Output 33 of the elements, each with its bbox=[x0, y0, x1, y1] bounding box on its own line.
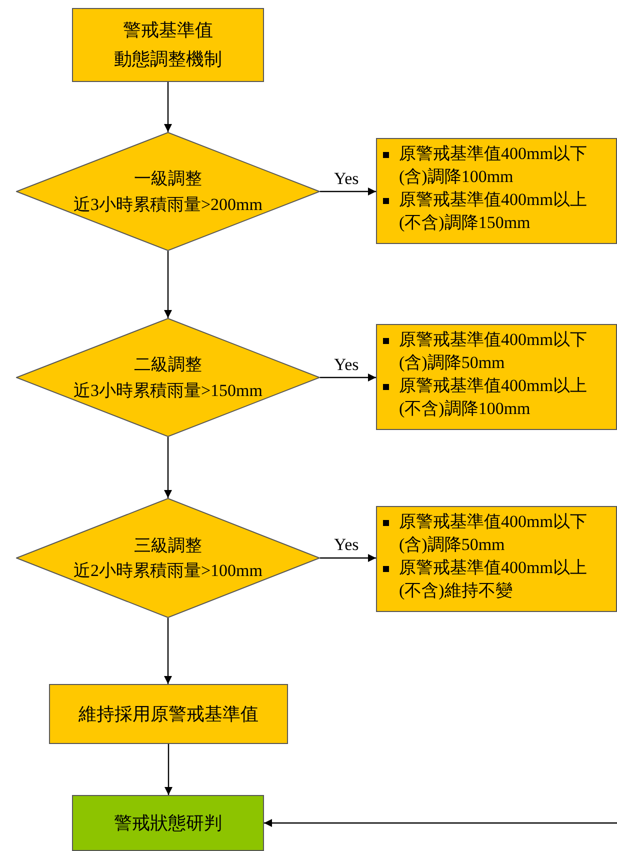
arrow bbox=[320, 188, 376, 196]
arrow bbox=[164, 251, 172, 318]
bullet-text: 原警戒基準值400mm以下(含)調降50mm bbox=[399, 511, 604, 557]
arrow bbox=[320, 554, 376, 562]
edge-label: Yes bbox=[333, 356, 360, 372]
arrow bbox=[164, 82, 172, 132]
arrow bbox=[164, 618, 172, 684]
note-box bbox=[376, 324, 617, 430]
bullet-text: 原警戒基準值400mm以上(不含)調降100mm bbox=[399, 374, 604, 421]
edge-label: Yes bbox=[333, 536, 360, 553]
diamond-label: 近2小時累積雨量>100mm bbox=[73, 560, 263, 582]
bullet-text: 原警戒基準值400mm以上(不含)維持不變 bbox=[399, 556, 604, 603]
bullet-text: 原警戒基準值400mm以上(不含)調降150mm bbox=[399, 188, 604, 235]
diamond-label: 近3小時累積雨量>150mm bbox=[73, 380, 263, 402]
process-box: 警戒基準值動態調整機制 bbox=[72, 8, 264, 82]
bullet-text: 原警戒基準值400mm以下(含)調降100mm bbox=[399, 143, 604, 189]
arrow bbox=[164, 744, 172, 795]
decision-diamond bbox=[16, 132, 320, 251]
diamond-label: 二級調整 bbox=[134, 354, 202, 376]
note-box bbox=[376, 506, 617, 612]
arrow bbox=[264, 819, 617, 827]
diamond-label: 近3小時累積雨量>200mm bbox=[73, 194, 263, 216]
process-box: 維持採用原警戒基準值 bbox=[49, 684, 288, 744]
diamond-label: 三級調整 bbox=[134, 534, 202, 556]
result-box: 警戒狀態研判 bbox=[72, 795, 264, 851]
arrow bbox=[164, 437, 172, 498]
note-box bbox=[376, 138, 617, 244]
diamond-label: 一級調整 bbox=[134, 168, 202, 190]
decision-diamond bbox=[16, 318, 320, 437]
edge-label: Yes bbox=[333, 170, 360, 186]
arrow bbox=[320, 374, 376, 382]
decision-diamond bbox=[16, 498, 320, 618]
bullet-text: 原警戒基準值400mm以下(含)調降50mm bbox=[399, 329, 604, 375]
